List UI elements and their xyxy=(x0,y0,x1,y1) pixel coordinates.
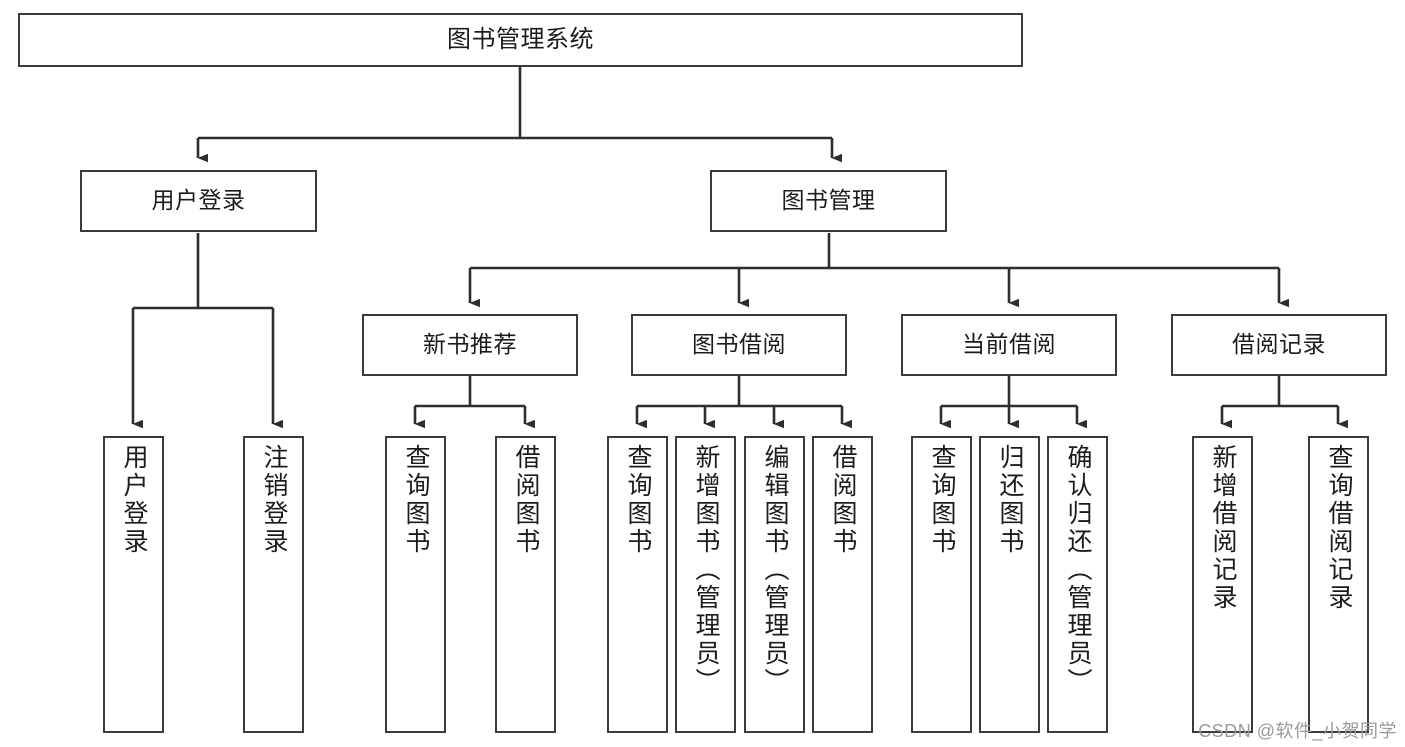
node-book-borrow[interactable]: 图书借阅 xyxy=(631,314,847,376)
node-label: 图书管理系统 xyxy=(447,25,594,53)
node-book-management-system[interactable]: 图书管理系统 xyxy=(18,13,1023,67)
node-leaf-query-borrow-record[interactable]: 查询借阅记录 xyxy=(1308,436,1369,733)
node-label: 当前借阅 xyxy=(962,331,1056,358)
node-current-borrow[interactable]: 当前借阅 xyxy=(901,314,1117,376)
node-leaf-edit-book[interactable]: 编辑图书（管理员） xyxy=(744,436,805,733)
node-label: 新增图书（管理员） xyxy=(692,444,720,696)
node-book-management[interactable]: 图书管理 xyxy=(710,170,947,232)
node-leaf-add-borrow-record[interactable]: 新增借阅记录 xyxy=(1192,436,1253,733)
node-label: 用户登录 xyxy=(120,444,148,556)
node-label: 查询图书 xyxy=(402,444,430,556)
node-label: 编辑图书（管理员） xyxy=(761,444,789,696)
node-label: 确认归还（管理员） xyxy=(1064,444,1092,696)
node-label: 查询图书 xyxy=(928,444,956,556)
node-user-login[interactable]: 用户登录 xyxy=(80,170,317,232)
node-label: 图书管理 xyxy=(781,187,876,214)
node-leaf-return-book[interactable]: 归还图书 xyxy=(979,436,1040,733)
node-label: 查询图书 xyxy=(624,444,652,556)
node-label: 注销登录 xyxy=(260,444,288,556)
node-label: 新书推荐 xyxy=(423,331,517,358)
node-leaf-query-book-3[interactable]: 查询图书 xyxy=(911,436,972,733)
node-leaf-borrow-book-2[interactable]: 借阅图书 xyxy=(812,436,873,733)
node-label: 借阅图书 xyxy=(829,444,857,556)
node-label: 用户登录 xyxy=(151,187,246,214)
node-new-book-recommend[interactable]: 新书推荐 xyxy=(362,314,578,376)
node-label: 借阅图书 xyxy=(512,444,540,556)
node-leaf-query-book-1[interactable]: 查询图书 xyxy=(385,436,446,733)
watermark-text: CSDN @软件_小贺同学 xyxy=(1198,721,1397,741)
node-label: 查询借阅记录 xyxy=(1325,444,1353,612)
node-borrow-record[interactable]: 借阅记录 xyxy=(1171,314,1387,376)
node-leaf-user-login[interactable]: 用户登录 xyxy=(103,436,164,733)
node-leaf-confirm-return[interactable]: 确认归还（管理员） xyxy=(1047,436,1108,733)
node-leaf-add-book[interactable]: 新增图书（管理员） xyxy=(675,436,736,733)
node-label: 归还图书 xyxy=(996,444,1024,556)
node-label: 借阅记录 xyxy=(1232,331,1326,358)
node-leaf-borrow-book-1[interactable]: 借阅图书 xyxy=(495,436,556,733)
node-leaf-logout-login[interactable]: 注销登录 xyxy=(243,436,304,733)
node-label: 新增借阅记录 xyxy=(1209,444,1237,612)
node-leaf-query-book-2[interactable]: 查询图书 xyxy=(607,436,668,733)
node-label: 图书借阅 xyxy=(692,331,786,358)
